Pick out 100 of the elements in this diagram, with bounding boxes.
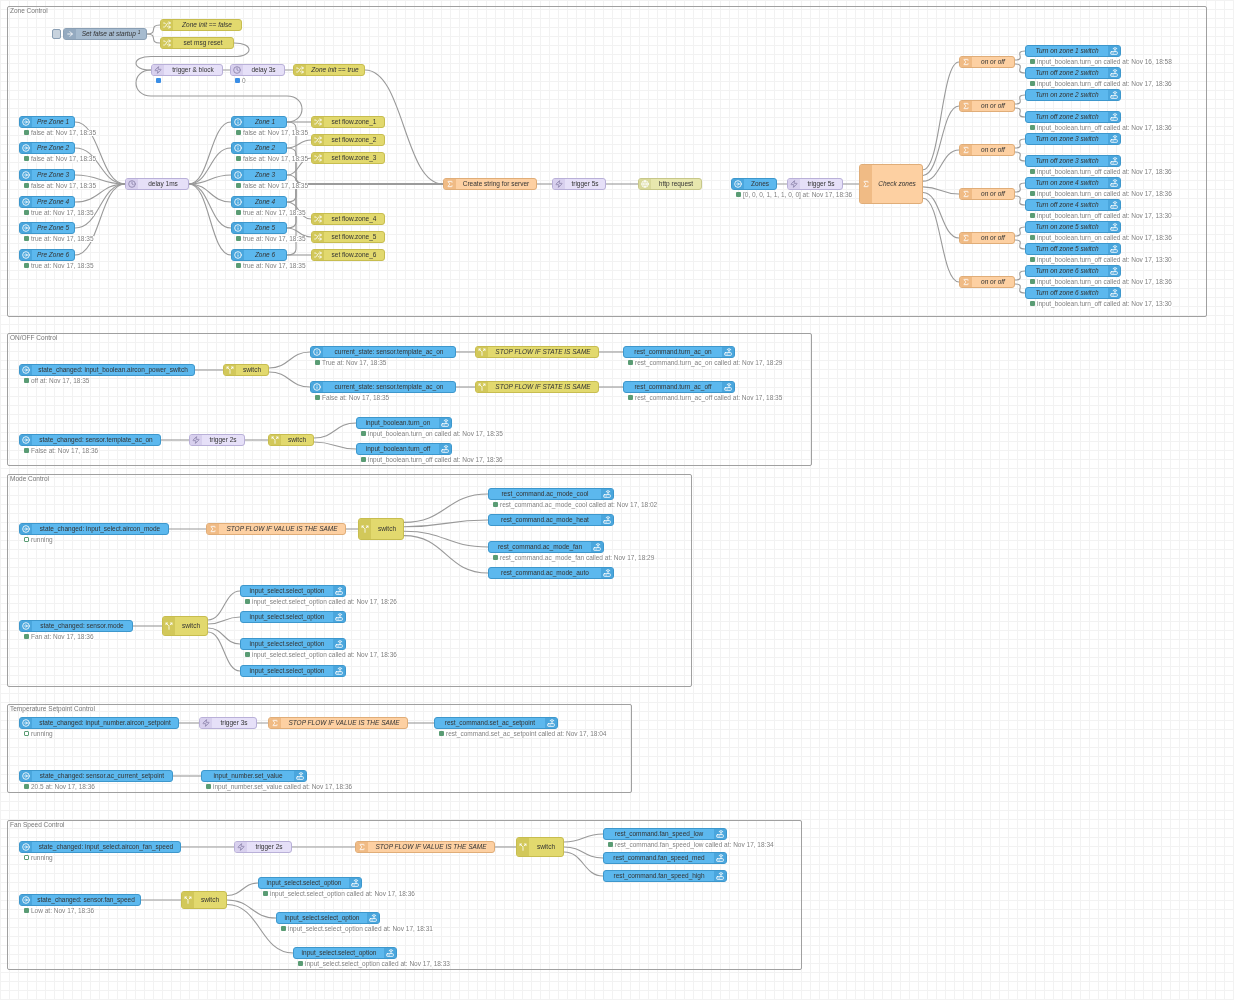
wire [286,157,312,176]
wire [178,722,200,724]
wire [256,722,269,724]
flow-node [19,620,133,632]
wire [286,201,312,220]
wire [135,69,303,123]
wire [313,441,357,450]
flow-node [160,37,234,49]
flow-node [276,912,380,924]
flow-node [189,434,245,446]
flow-node [311,152,385,164]
wire [180,846,235,848]
wire [922,105,960,176]
flow-node [475,381,599,393]
wire [403,493,489,523]
flow-node [1025,221,1121,233]
wire [168,528,207,530]
flow-node [162,616,208,636]
flow-node [223,364,269,376]
group-frame [7,333,812,466]
flow-node [19,364,195,376]
group-frame [7,820,802,970]
flow-node [231,169,287,181]
wire [160,439,190,441]
wire [286,227,312,238]
flow-node [1025,67,1121,79]
flow-node [293,947,397,959]
flow-node [258,877,362,889]
flow-node [19,434,161,446]
wire [1014,195,1026,206]
flow-node [19,249,75,261]
wire [922,197,960,283]
flow-node [434,717,558,729]
flow-node [959,276,1015,288]
flow-node [63,28,147,40]
wire [268,371,311,388]
flow-node [488,541,604,553]
wire [403,530,489,548]
flow-node [603,870,727,882]
flow-node [959,144,1015,156]
flow-node [355,841,495,853]
flow-node [475,346,599,358]
flow-node [199,717,257,729]
flow-node [240,638,346,650]
flow-node [516,837,564,857]
flow-node [268,717,408,729]
flow-node [443,178,537,190]
wire [776,183,788,185]
wire [1014,94,1026,105]
flow-node [488,567,614,579]
wire [605,183,639,185]
flow-node [1025,45,1121,57]
flow-node [310,346,456,358]
wire [403,519,489,528]
wire [536,183,553,185]
flow-node [358,518,404,540]
wire [455,351,476,353]
flow-node [293,64,365,76]
flow-node [19,717,179,729]
flow-node [19,169,75,181]
flow-node [623,346,735,358]
wire [146,24,161,35]
flow-node [234,841,292,853]
flow-node [603,852,727,864]
wire [140,899,182,901]
flow-node [959,56,1015,68]
flow-node [488,514,614,526]
flow-node [959,232,1015,244]
wire [1014,138,1026,149]
flow-node [240,611,346,623]
flow-node [1025,265,1121,277]
wire [172,775,202,777]
wire [922,192,960,239]
wire [286,183,444,256]
flow-node [310,381,456,393]
wire [207,631,241,672]
wire [313,422,357,439]
wire [188,183,232,256]
flow-node [959,188,1015,200]
flow-node [356,443,452,455]
wire [403,535,489,574]
wire [1014,226,1026,237]
wire [1014,63,1026,74]
flow-node [311,134,385,146]
wire [1014,151,1026,162]
wire [207,590,241,621]
flow-node [240,585,346,597]
wire [563,851,604,877]
flow-node [231,249,287,261]
flow-node [311,116,385,128]
wire [494,846,517,848]
flow-node [731,178,777,190]
wire [244,439,269,441]
flow-node [230,64,285,76]
group-frame [7,6,1207,317]
wire [1014,50,1026,61]
flow-node [19,116,75,128]
wire [563,846,604,859]
wire [135,42,250,71]
flow-node [1025,243,1121,255]
